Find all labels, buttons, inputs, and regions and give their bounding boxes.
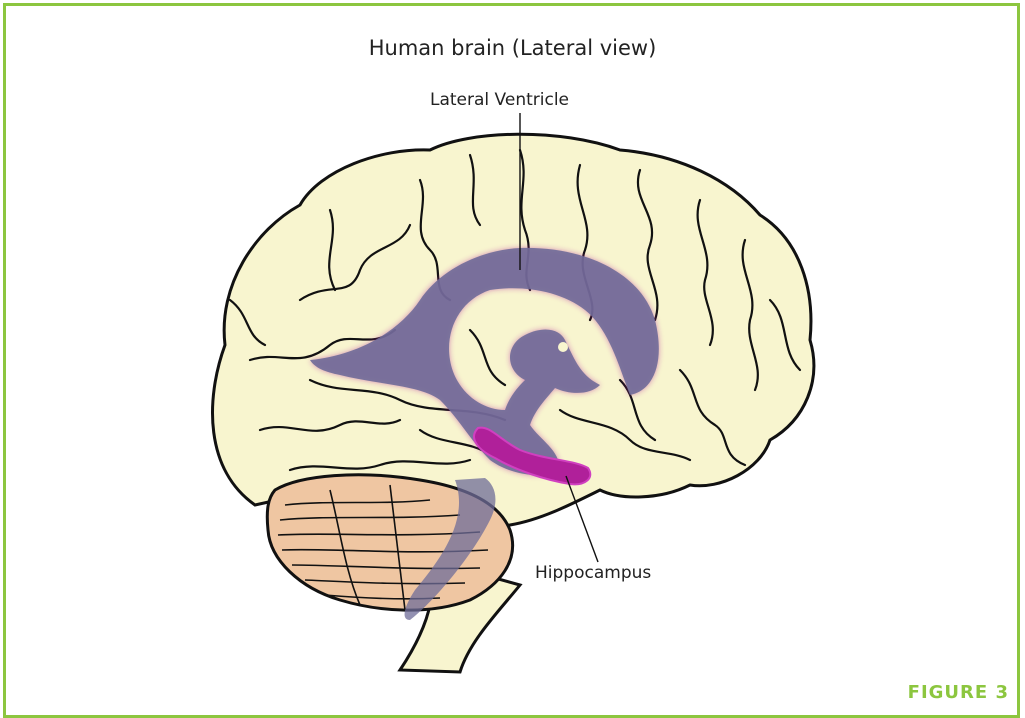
hippocampus-label: Hippocampus xyxy=(535,563,651,583)
figure-number: FIGURE 3 xyxy=(908,682,1009,703)
figure-title: Human brain (Lateral view) xyxy=(0,36,1025,60)
lateral-ventricle-label: Lateral Ventricle xyxy=(430,90,569,110)
